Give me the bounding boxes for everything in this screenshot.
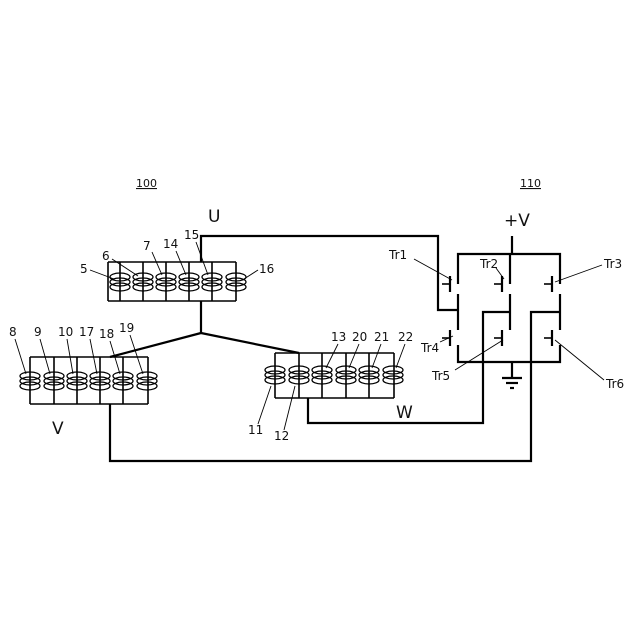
transistor-tr3 bbox=[544, 276, 552, 292]
stator-reference-numeral: 100 bbox=[136, 177, 157, 190]
coil-number-17: 17 bbox=[79, 325, 94, 339]
coil-number-21: 21 bbox=[374, 330, 389, 344]
coil-number-18: 18 bbox=[99, 327, 114, 341]
inverter-bridge bbox=[442, 236, 560, 388]
ground-icon bbox=[502, 378, 522, 388]
coil-group-u bbox=[108, 262, 246, 301]
coil-22 bbox=[383, 366, 403, 384]
coil-19 bbox=[137, 372, 157, 390]
coil-number-5: 5 bbox=[80, 262, 88, 276]
coil-13 bbox=[312, 353, 332, 398]
coil-14 bbox=[179, 262, 199, 301]
coil-number-19: 19 bbox=[119, 321, 134, 335]
coil-number-13: 13 bbox=[331, 330, 346, 344]
coil-number-10: 10 bbox=[58, 325, 73, 339]
phase-u-label: U bbox=[208, 207, 220, 227]
v-phase-wire bbox=[110, 357, 531, 461]
coil-18 bbox=[113, 357, 133, 404]
coil-number-12: 12 bbox=[274, 429, 289, 443]
coil-12 bbox=[289, 353, 309, 398]
coil-number-9: 9 bbox=[34, 325, 42, 339]
transistor-label-tr4: Tr4 bbox=[420, 341, 439, 355]
transistor-tr2 bbox=[494, 276, 502, 292]
coil-group-v bbox=[20, 357, 157, 404]
coil-17 bbox=[90, 357, 110, 404]
coil-6 bbox=[133, 262, 153, 301]
transistor-label-tr5: Tr5 bbox=[431, 369, 450, 383]
coil-number-16: 16 bbox=[259, 262, 274, 276]
driver-reference-numeral: 110 bbox=[520, 177, 541, 190]
coil-number-6: 6 bbox=[102, 249, 110, 263]
transistor-label-tr1: Tr1 bbox=[388, 248, 407, 262]
neutral-star-connection bbox=[110, 301, 299, 357]
coil-number-14: 14 bbox=[163, 237, 178, 251]
transistor-tr6 bbox=[544, 330, 552, 346]
transistor-label-tr6: Tr6 bbox=[605, 377, 624, 391]
phase-v-label: V bbox=[52, 419, 64, 439]
transistor-label-tr3: Tr3 bbox=[603, 257, 622, 271]
coil-10 bbox=[67, 357, 87, 404]
coil-5 bbox=[110, 262, 130, 301]
coil-number-22: 22 bbox=[398, 330, 413, 344]
coil-number-15: 15 bbox=[184, 228, 199, 242]
coil-20 bbox=[336, 353, 356, 398]
transistor-label-tr2: Tr2 bbox=[479, 257, 498, 271]
phase-w-label: W bbox=[396, 403, 413, 423]
coil-number-7: 7 bbox=[143, 239, 151, 253]
coil-number-11: 11 bbox=[248, 423, 263, 437]
coil-21 bbox=[359, 353, 379, 398]
supply-voltage-label: +V bbox=[504, 211, 530, 231]
coil-number-8: 8 bbox=[9, 325, 17, 339]
coil-number-20: 20 bbox=[352, 330, 367, 344]
coil-group-w bbox=[265, 353, 403, 398]
